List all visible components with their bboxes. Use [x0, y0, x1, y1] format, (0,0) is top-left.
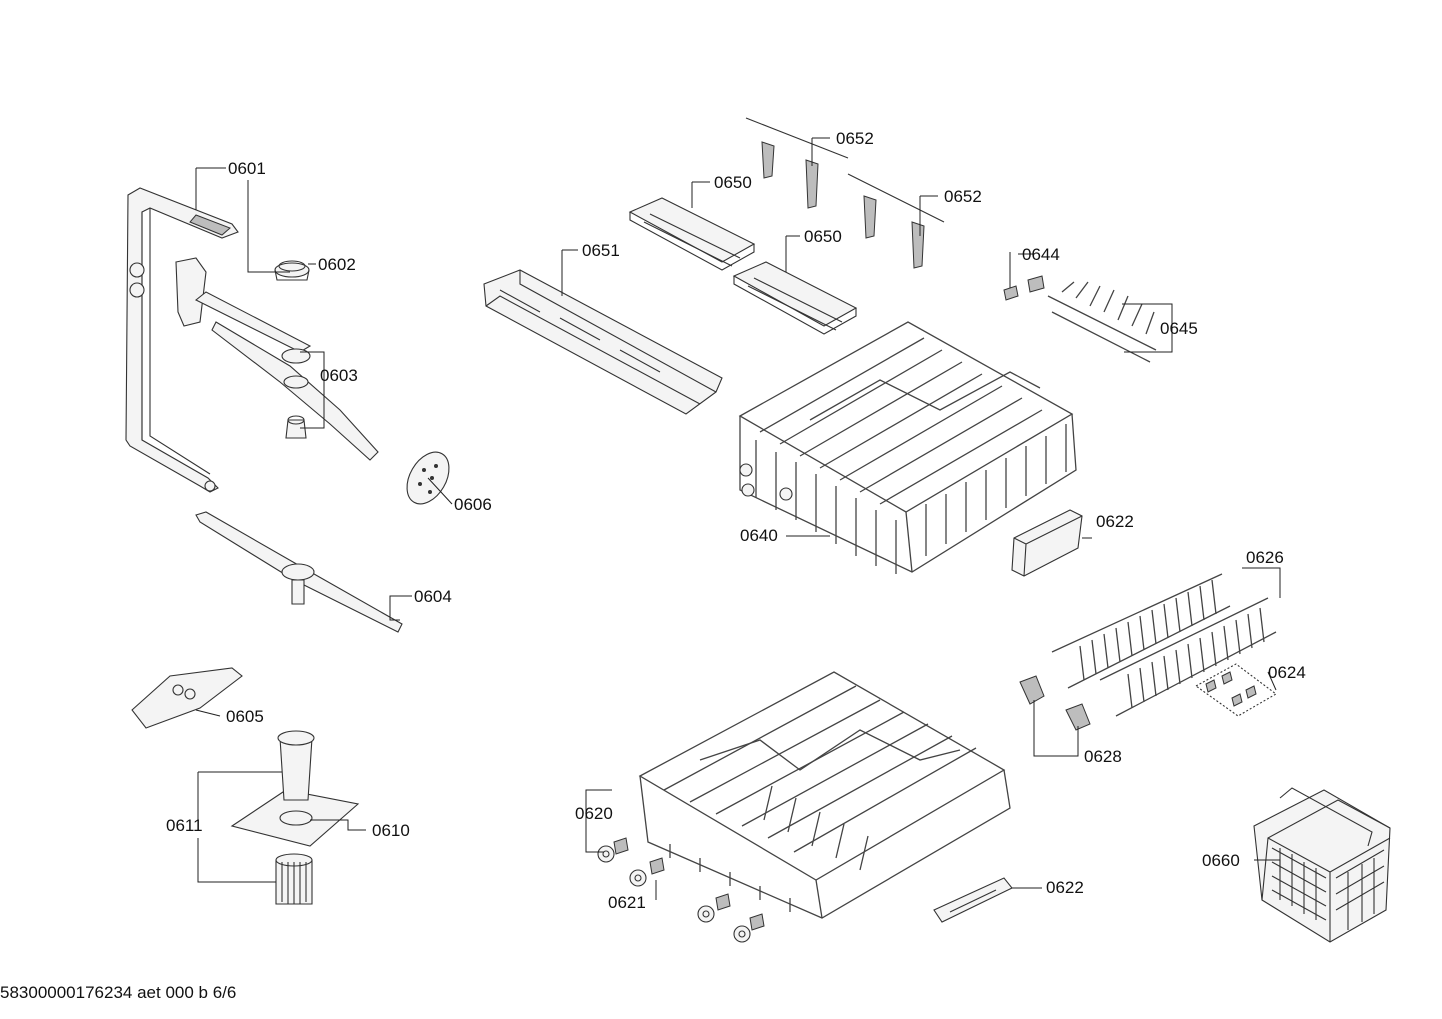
part-0624-small-clips	[1194, 663, 1277, 717]
part-0601-spray-supply-pipe	[125, 187, 239, 493]
label-0626: 0626	[1246, 548, 1284, 567]
label-0645: 0645	[1160, 319, 1198, 338]
part-0603-upper-spray-arm	[175, 257, 379, 461]
part-0640-upper-basket	[738, 321, 1077, 574]
label-0606: 0606	[454, 495, 492, 514]
part-0626-plate-racks	[1051, 573, 1277, 717]
label-0603: 0603	[320, 366, 358, 385]
part-0621-wheels	[597, 837, 765, 943]
part-0605-fine-filter	[131, 667, 243, 729]
document-footer-id: 58300000176234 aet 000 b 6/6	[0, 983, 236, 1002]
part-0650-knife-rack-right	[732, 261, 858, 335]
part-0622-lower-handle	[933, 877, 1013, 923]
part-0602-coupling-nut	[274, 260, 310, 281]
label-0628: 0628	[1084, 747, 1122, 766]
part-labels: 0601 0602 0603 0604 0605 0606 0610 0611 …	[166, 129, 1306, 912]
part-0611-micro-filter	[275, 853, 313, 905]
leader-lines	[195, 137, 1281, 900]
label-0605: 0605	[226, 707, 264, 726]
label-0652-lower: 0652	[944, 187, 982, 206]
part-0622-upper-handle	[1011, 509, 1083, 577]
label-0601: 0601	[228, 159, 266, 178]
part-0650-knife-rack-left	[628, 197, 756, 271]
label-0644: 0644	[1022, 245, 1060, 264]
label-0650-upper: 0650	[714, 173, 752, 192]
part-0610-filter-plate	[230, 730, 360, 847]
part-0606-filter-disc	[406, 451, 450, 505]
label-0621: 0621	[608, 893, 646, 912]
part-0604-lower-spray-arm	[195, 511, 403, 633]
label-0610: 0610	[372, 821, 410, 840]
label-0652-upper: 0652	[836, 129, 874, 148]
label-0650-lower: 0650	[804, 227, 842, 246]
label-0604: 0604	[414, 587, 452, 606]
part-0660-cutlery-basket	[1253, 787, 1391, 943]
part-0651-cutlery-drawer	[483, 269, 723, 415]
label-0651: 0651	[582, 241, 620, 260]
label-0622-lower: 0622	[1046, 878, 1084, 897]
label-0624: 0624	[1268, 663, 1306, 682]
part-0652-clip-bar-left	[745, 117, 849, 209]
label-0640: 0640	[740, 526, 778, 545]
part-0652-clip-bar-right	[847, 173, 945, 269]
label-0602: 0602	[318, 255, 356, 274]
part-0628-holders	[1019, 675, 1091, 731]
part-0645-cup-rack	[1047, 281, 1157, 363]
label-0620: 0620	[575, 804, 613, 823]
part-0620-lower-basket	[638, 671, 1011, 919]
label-0611: 0611	[166, 816, 203, 835]
label-0660: 0660	[1202, 851, 1240, 870]
part-0644-clips	[1003, 275, 1045, 301]
label-0622-upper: 0622	[1096, 512, 1134, 531]
